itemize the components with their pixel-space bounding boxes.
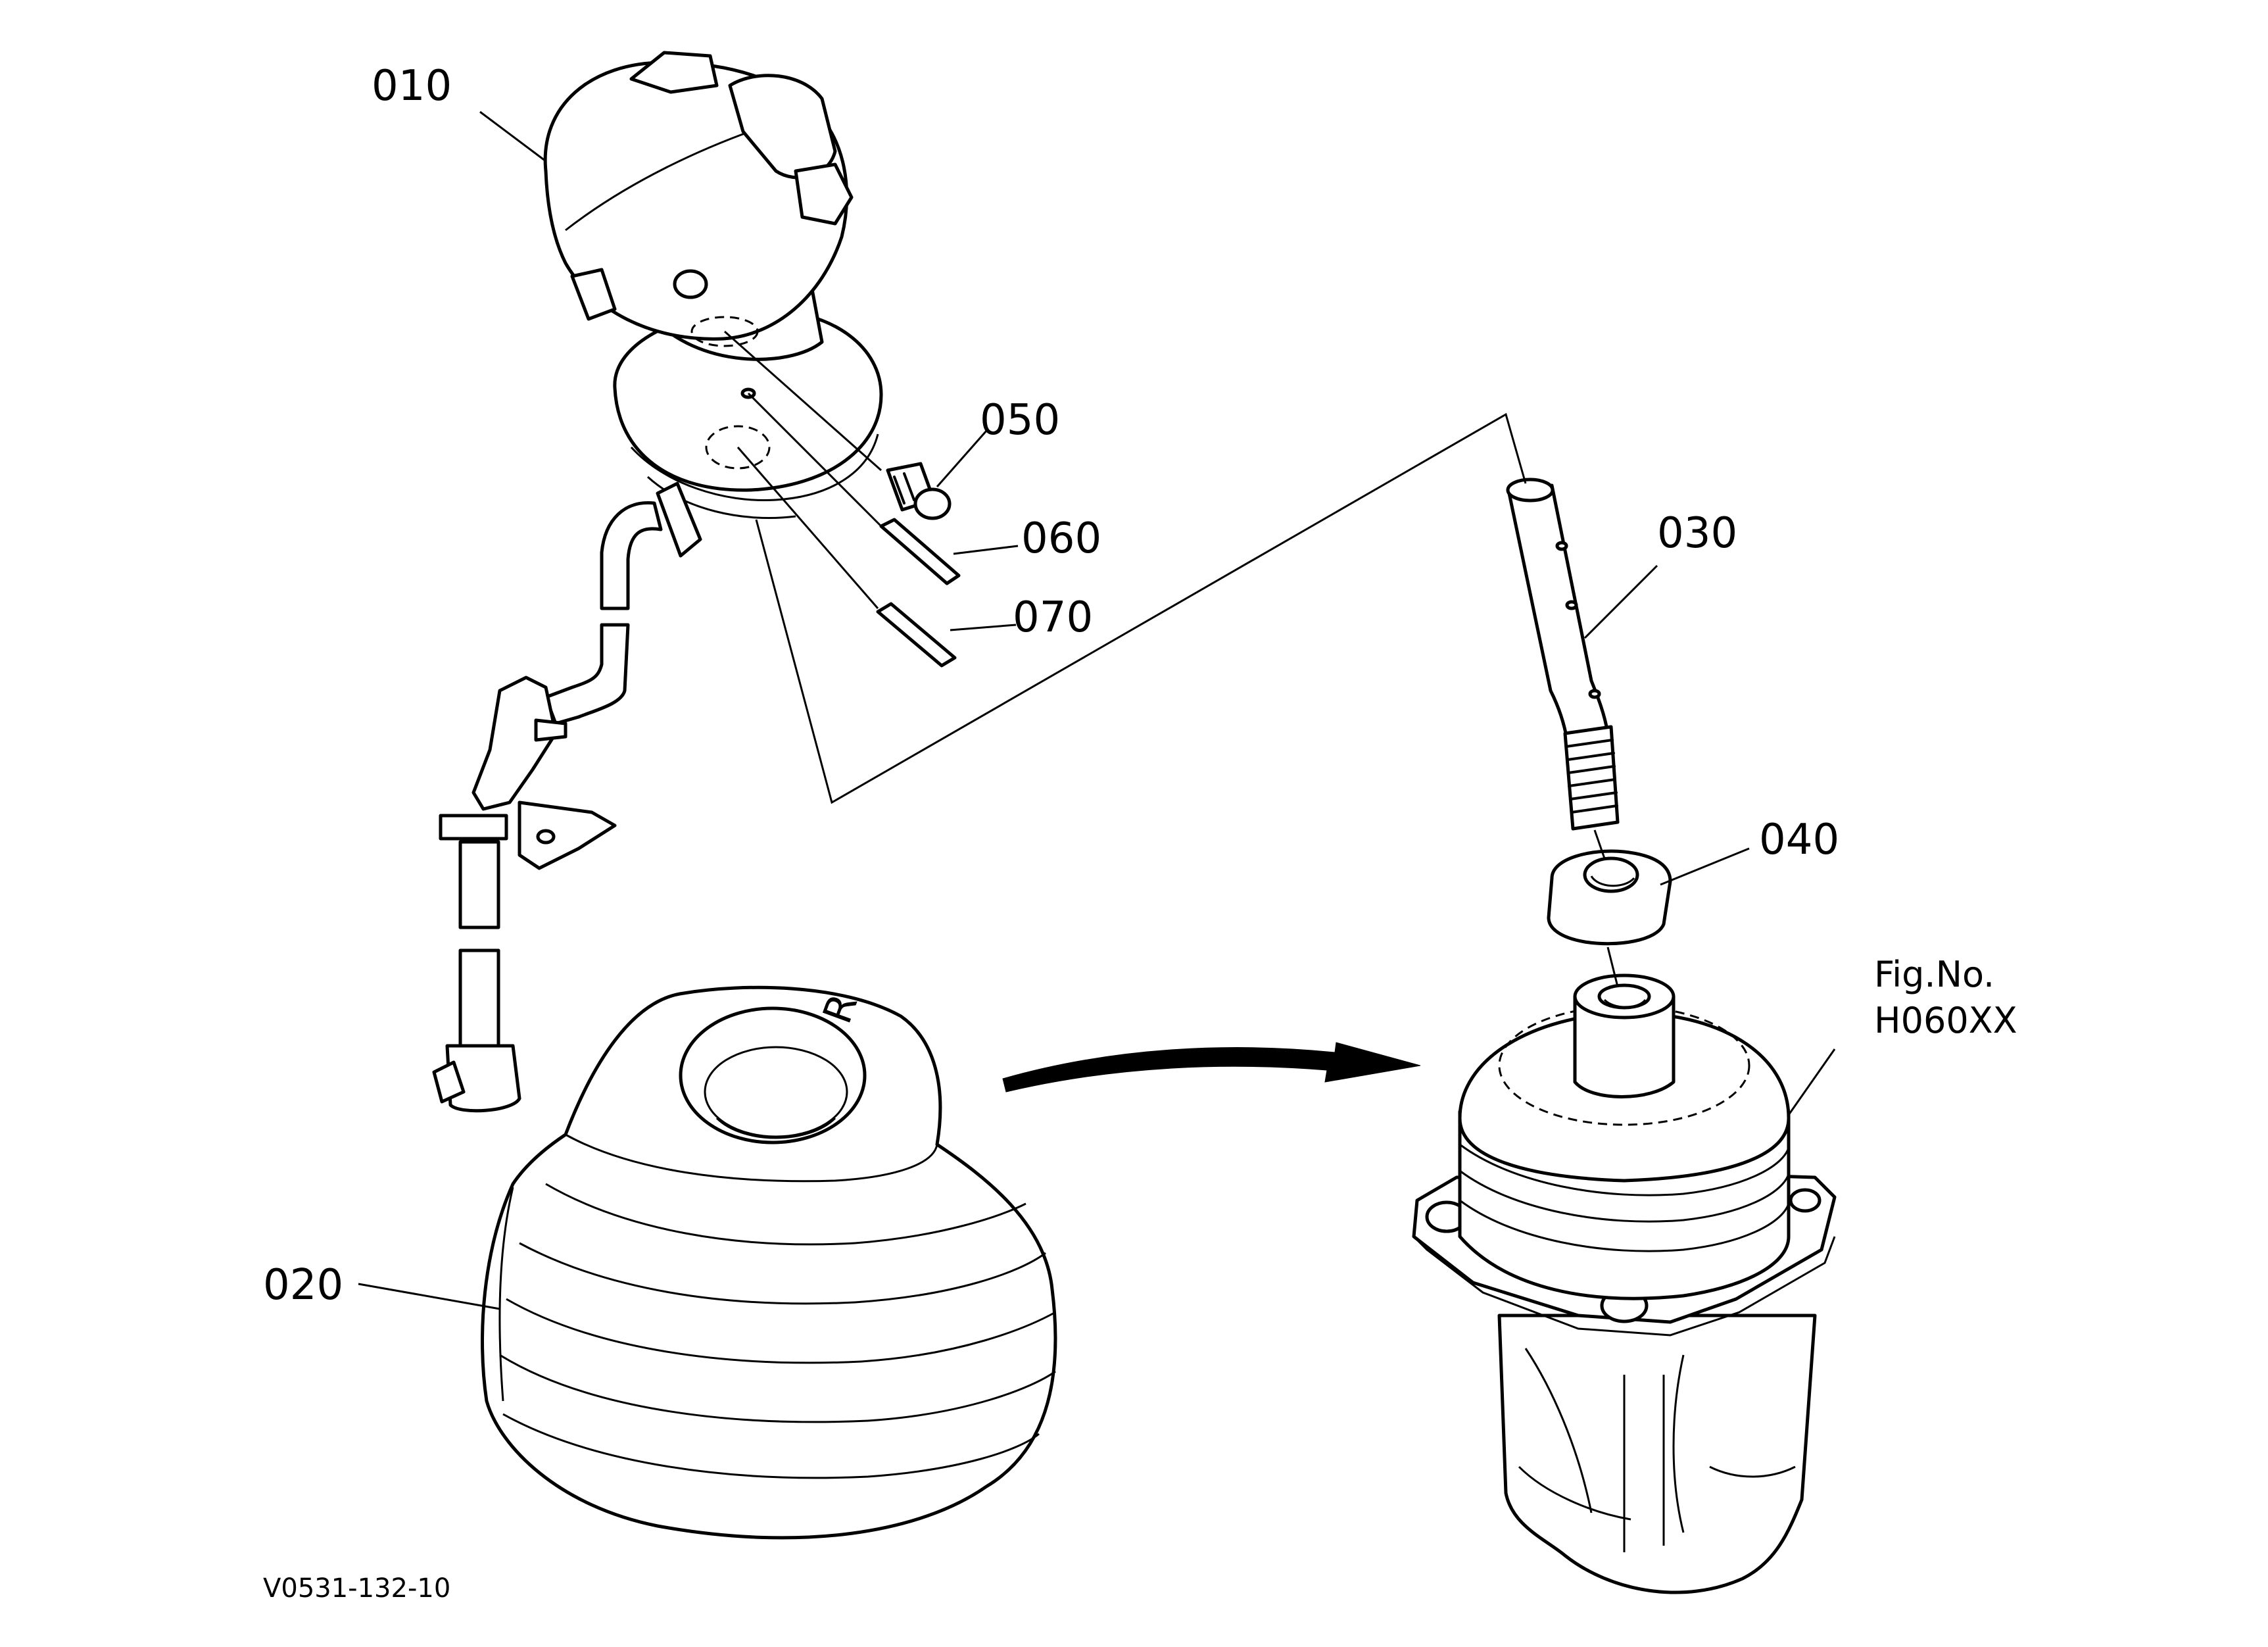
assembly-line-nut-to-body (1606, 946, 1619, 987)
leader-070 (950, 624, 1017, 631)
drawing-code: V0531-132-10 (263, 1573, 450, 1604)
pin-070[interactable] (876, 602, 957, 668)
leader-030 (1583, 564, 1658, 639)
lever-rod-030[interactable] (1506, 478, 1620, 831)
grip-assembly-010[interactable] (543, 51, 883, 558)
figure-ref-line1: Fig.No. (1874, 954, 1994, 995)
assembly-line-rod-to-nut (1593, 829, 1606, 859)
label-040: 040 (1759, 816, 1839, 864)
leader-020 (358, 1283, 500, 1310)
label-010: 010 (372, 62, 452, 111)
screw-050[interactable] (886, 462, 952, 520)
install-direction-arrow (1002, 1042, 1421, 1093)
figure-ref-line2: H060XX (1874, 1000, 2017, 1041)
rubber-boot-020[interactable]: R (481, 985, 1057, 1540)
label-050: 050 (980, 396, 1060, 445)
label-070: 070 (1013, 593, 1093, 642)
leader-050 (936, 430, 988, 487)
wire-harness[interactable] (432, 501, 663, 1113)
assembly-line-grip-to-rod (755, 412, 1527, 804)
label-030: 030 (1657, 509, 1737, 558)
leader-040 (1660, 847, 1750, 886)
leader-060 (953, 545, 1019, 555)
leader-fig (1787, 1048, 1836, 1116)
label-020: 020 (263, 1261, 343, 1310)
pin-060[interactable] (879, 518, 961, 585)
nut-040[interactable] (1547, 849, 1672, 946)
label-060: 060 (1021, 514, 1101, 563)
valve-body[interactable] (1412, 973, 1837, 1594)
leader-010 (479, 111, 546, 162)
